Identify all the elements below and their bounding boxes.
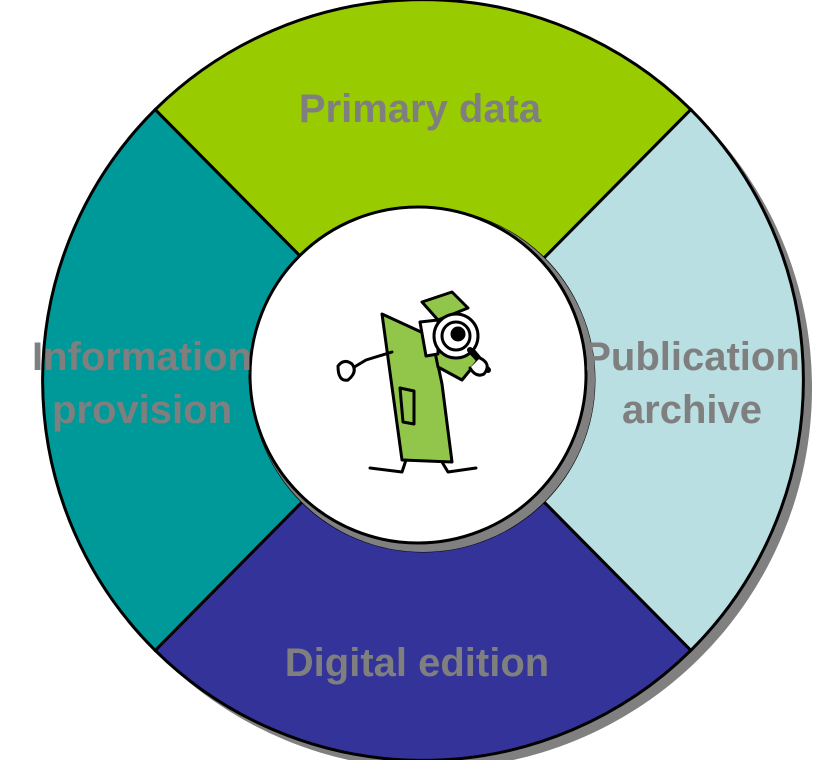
segment-label-information-provision-line1: Information (32, 335, 252, 379)
segment-label-information-provision-line2: provision (52, 388, 232, 432)
segment-labels: Primary data Publication archive Digital… (32, 87, 800, 685)
segment-label-publication-archive-line2: archive (622, 388, 762, 432)
segment-label-digital-edition: Digital edition (285, 641, 549, 685)
ring-segments (41, 0, 805, 760)
segment-label-publication-archive-line1: Publication (584, 335, 800, 379)
segment-label-primary-data: Primary data (299, 87, 542, 131)
detective-with-magnifying-glass-icon (336, 290, 491, 474)
